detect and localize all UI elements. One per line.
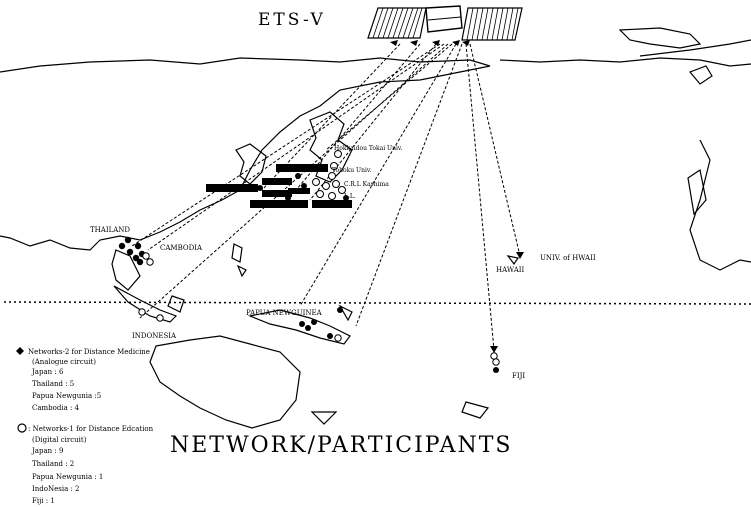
solar-panel-left bbox=[367, 7, 427, 39]
diamond-icon bbox=[16, 347, 24, 355]
label-univ-hawaii: UNIV. of HWAII bbox=[540, 254, 596, 262]
legend-medicine-subheading: (Analogue circuit) bbox=[32, 358, 96, 366]
label-tohoku: Tohoku Univ. bbox=[332, 167, 372, 174]
legend-education-item: Fiji : 1 bbox=[32, 497, 55, 505]
solar-panel-right bbox=[461, 7, 523, 41]
ets-v-satellite: ETS-V bbox=[258, 5, 523, 41]
hawaii-sites: HAWAII UNIV. of HWAII bbox=[496, 254, 596, 274]
link-papua-1 bbox=[299, 43, 457, 307]
fiji-sites: FIJI bbox=[490, 352, 525, 380]
papua-sites: PAPUA NEWGUINEA bbox=[246, 307, 343, 342]
legend-medicine-item: Japan : 6 bbox=[31, 368, 64, 376]
link-indonesia bbox=[139, 43, 449, 319]
map-coastlines bbox=[0, 27, 751, 429]
link-japan-2 bbox=[295, 43, 421, 191]
legend-medicine-item: Papua Newgunia :5 bbox=[32, 392, 101, 400]
legend-education-subheading: (Digital circuit) bbox=[32, 436, 87, 444]
label-thailand: THAILAND bbox=[90, 226, 130, 234]
legend-medicine: Networks-2 for Distance Medicine (Analog… bbox=[16, 347, 150, 412]
link-thailand bbox=[131, 43, 441, 247]
legend-education: : Networks-1 for Distance Edcation (Digi… bbox=[17, 423, 154, 505]
label-misc1: L.L. bbox=[344, 193, 356, 200]
label-cambodia: CAMBODIA bbox=[160, 244, 203, 252]
legend-education-item: Japan : 9 bbox=[31, 447, 63, 455]
equator-dotted-line bbox=[3, 301, 751, 305]
thailand-cambodia-sites: THAILAND CAMBODIA bbox=[90, 226, 203, 266]
japan-cluster: Hokkaidou Tokai Univ. Tohoku Univ. C.R.L… bbox=[206, 145, 403, 208]
link-arrowheads bbox=[390, 40, 524, 353]
label-fiji: FIJI bbox=[512, 372, 525, 380]
link-japan-4 bbox=[325, 43, 453, 151]
page-title: NETWORK/PARTICIPANTS bbox=[170, 433, 512, 458]
legend-education-heading: : Networks-1 for Distance Edcation bbox=[28, 425, 154, 433]
link-fiji bbox=[465, 43, 495, 351]
satellite-label: ETS-V bbox=[258, 10, 326, 30]
label-kashima: C.R.L Kashima bbox=[344, 181, 389, 188]
satellite-links bbox=[131, 40, 524, 353]
legend-medicine-heading: Networks-2 for Distance Medicine bbox=[28, 348, 150, 356]
legend-education-item: IndoNesia : 2 bbox=[32, 485, 80, 493]
legend-education-item: Thailand : 2 bbox=[32, 460, 74, 468]
link-cambodia bbox=[147, 43, 445, 251]
label-indonesia: INDONESIA bbox=[132, 332, 177, 340]
label-papua: PAPUA NEWGUINEA bbox=[246, 309, 323, 317]
label-hawaii: HAWAII bbox=[496, 266, 525, 274]
open-circle-icon bbox=[17, 423, 27, 433]
indonesia-sites: INDONESIA bbox=[132, 308, 177, 340]
link-papua-2 bbox=[355, 43, 463, 327]
legend-medicine-item: Thailand : 5 bbox=[32, 380, 74, 388]
label-tokai: Hokkaidou Tokai Univ. bbox=[334, 145, 403, 152]
legend-medicine-item: Cambodia : 4 bbox=[32, 404, 80, 412]
legend-education-item: Papua Newgunia : 1 bbox=[32, 473, 103, 481]
link-hawaii bbox=[469, 43, 521, 257]
